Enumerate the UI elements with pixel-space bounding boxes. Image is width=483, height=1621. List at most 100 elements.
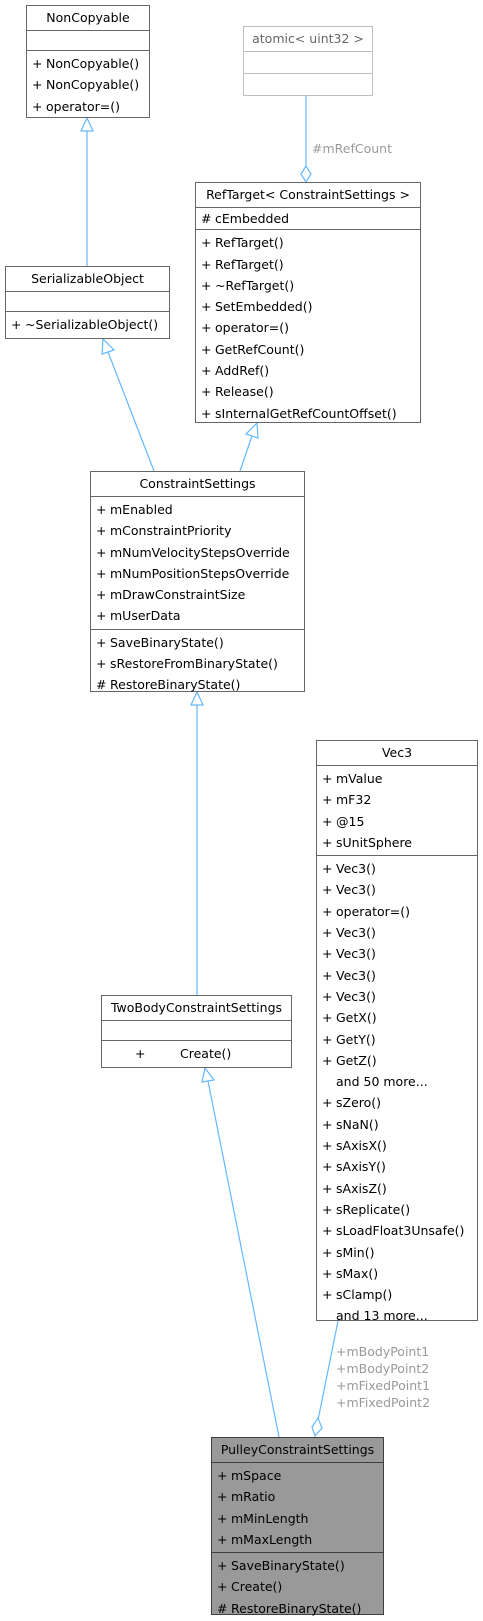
edge-pulley-to-twobody — [207, 1080, 280, 1438]
member-row: +SetEmbedded() — [201, 299, 313, 315]
class-serializableobject[interactable]: SerializableObject +~SerializableObject(… — [5, 266, 170, 339]
inherit-arrow-serializable — [101, 337, 116, 355]
edge-label-line: +mFixedPoint1 — [336, 1378, 431, 1393]
attributes-section — [6, 292, 169, 312]
attributes-section — [102, 1021, 291, 1041]
member-row: #cEmbedded — [201, 211, 290, 226]
methods-section: +Create() — [102, 1041, 291, 1066]
member-row: +mMaxLength — [217, 1531, 313, 1547]
member-row: +~RefTarget() — [201, 277, 295, 293]
class-pulleyconstraintsettings[interactable]: PulleyConstraintSettings +mSpace +mRatio… — [211, 1437, 384, 1616]
methods-section: +SaveBinaryState() +Create() #RestoreBin… — [212, 1553, 383, 1621]
member-row: +sLoadFloat3Unsafe() — [322, 1223, 465, 1239]
class-twobodyconstraintsettings[interactable]: TwoBodyConstraintSettings +Create() — [101, 995, 292, 1068]
edge-label-line: +mBodyPoint2 — [336, 1361, 430, 1376]
member-row: +Vec3() — [322, 882, 376, 898]
methods-section: +~SerializableObject() — [6, 312, 169, 337]
class-title: Vec3 — [317, 741, 477, 766]
member-row: +sUnitSphere — [322, 834, 412, 850]
member-row: +mSpace — [217, 1468, 282, 1483]
member-row: +sClamp() — [322, 1287, 393, 1303]
more-members-row: and 13 more... — [336, 1308, 428, 1324]
member-row: +mRatio — [217, 1489, 276, 1505]
edge-constraint-to-serializable — [107, 351, 155, 472]
class-vec3[interactable]: Vec3 +mValue +mF32 +@15 +sUnitSphere +Ve… — [316, 740, 478, 1323]
methods-section: +RefTarget() +RefTarget() +~RefTarget() … — [196, 230, 420, 426]
member-row: +Vec3() — [322, 925, 376, 941]
edge-label-refcount: #mRefCount — [312, 141, 392, 156]
member-row: +AddRef() — [201, 363, 270, 379]
member-row: +SaveBinaryState() — [217, 1558, 345, 1574]
edge-label-line: +mBodyPoint1 — [336, 1344, 430, 1359]
edge-label-body-points: +mBodyPoint1 +mBodyPoint2 +mFixedPoint1 … — [336, 1343, 430, 1411]
member-row: +mConstraintPriority — [96, 523, 232, 539]
member-row: +sAxisX() — [322, 1138, 387, 1154]
member-row: +mNumPositionStepsOverride — [96, 565, 290, 581]
member-row: #RestoreBinaryState() — [217, 1600, 362, 1616]
class-title: RefTarget< ConstraintSettings > — [196, 183, 420, 208]
member-row: +sZero() — [322, 1095, 382, 1111]
member-row: +Create() — [217, 1579, 283, 1595]
member-row: +mNumVelocityStepsOverride — [96, 544, 290, 560]
member-row: +sMin() — [322, 1244, 375, 1260]
member-row: +mUserData — [96, 608, 181, 624]
member-row: +Vec3() — [322, 967, 376, 983]
methods-section: +SaveBinaryState() +sRestoreFromBinarySt… — [91, 630, 304, 698]
methods-section — [244, 74, 372, 95]
attributes-section: +mEnabled +mConstraintPriority +mNumVelo… — [91, 497, 304, 630]
class-constraintsettings[interactable]: ConstraintSettings +mEnabled +mConstrain… — [90, 471, 305, 692]
member-row: +operator=() — [322, 903, 410, 919]
member-row: +sAxisZ() — [322, 1180, 387, 1196]
member-row: +mValue — [322, 771, 383, 786]
member-row: +mMinLength — [217, 1510, 309, 1526]
member-row: +GetRefCount() — [201, 341, 305, 357]
member-row: +mEnabled — [96, 502, 173, 517]
member-row: +RefTarget() — [201, 256, 284, 272]
member-row: +operator=() — [32, 98, 120, 114]
class-atomic-uint32[interactable]: atomic< uint32 > — [243, 26, 373, 96]
inherit-arrow-noncopyable — [80, 116, 94, 132]
aggregation-diamond-pulley — [311, 1416, 323, 1438]
attributes-section — [244, 52, 372, 74]
class-title: SerializableObject — [6, 267, 169, 292]
member-row: +GetY() — [322, 1031, 376, 1047]
methods-section: +Vec3() +Vec3() +operator=() +Vec3() +Ve… — [317, 856, 477, 1329]
member-row: +SaveBinaryState() — [96, 634, 224, 650]
member-row: #RestoreBinaryState() — [96, 677, 241, 693]
attributes-section — [27, 31, 149, 51]
class-title: TwoBodyConstraintSettings — [102, 996, 291, 1021]
member-row: +operator=() — [201, 320, 289, 336]
member-row: +Release() — [201, 384, 274, 400]
edge-vec3-to-pulley — [317, 1320, 339, 1421]
attributes-section: +mSpace +mRatio +mMinLength +mMaxLength — [212, 1463, 383, 1554]
class-reftarget[interactable]: RefTarget< ConstraintSettings > #cEmbedd… — [195, 182, 421, 423]
member-row: +GetZ() — [322, 1052, 377, 1068]
member-row: +sAxisY() — [322, 1159, 386, 1175]
inherit-arrow-reftarget — [244, 421, 259, 439]
class-title: ConstraintSettings — [91, 472, 304, 497]
member-row: +mDrawConstraintSize — [96, 587, 246, 603]
attributes-section: +mValue +mF32 +@15 +sUnitSphere — [317, 766, 477, 857]
member-row: +Create() — [135, 1046, 232, 1061]
member-row: +Vec3() — [322, 988, 376, 1004]
member-row: +sRestoreFromBinaryState() — [96, 656, 278, 672]
member-row: +~SerializableObject() — [11, 317, 159, 332]
member-row: +Vec3() — [322, 861, 376, 877]
class-title: NonCopyable — [27, 6, 149, 31]
attributes-section: #cEmbedded — [196, 208, 420, 231]
member-row: +NonCopyable() — [32, 56, 140, 71]
inherit-arrow-twobody — [201, 1066, 216, 1083]
member-row: +sReplicate() — [322, 1201, 411, 1217]
member-row: +mF32 — [322, 792, 372, 808]
member-row: +sInternalGetRefCountOffset() — [201, 405, 397, 421]
member-row: +RefTarget() — [201, 235, 284, 251]
class-title: atomic< uint32 > — [244, 27, 372, 52]
member-row: +NonCopyable() — [32, 77, 140, 93]
member-row: +sNaN() — [322, 1116, 379, 1132]
member-row: +sMax() — [322, 1265, 379, 1281]
inherit-arrow-constraint — [190, 690, 204, 706]
class-noncopyable[interactable]: NonCopyable +NonCopyable() +NonCopyable(… — [26, 5, 150, 118]
member-row: +@15 — [322, 813, 365, 829]
member-row: +Vec3() — [322, 946, 376, 962]
